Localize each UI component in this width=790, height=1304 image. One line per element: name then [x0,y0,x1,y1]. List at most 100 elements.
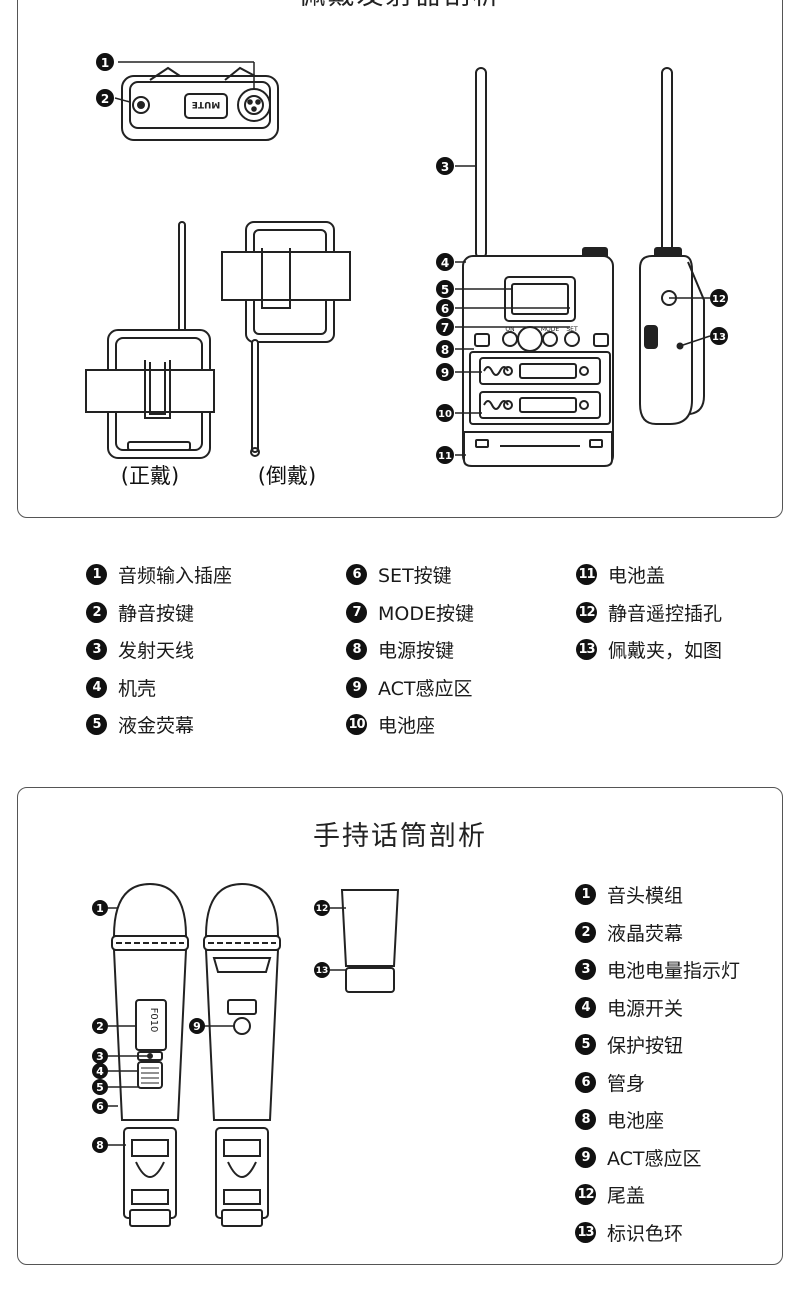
legend-item: 2 静音按键 [86,594,232,632]
mute-text: MUTE [192,99,221,109]
legend-item: 13 标识色环 [575,1214,740,1252]
svg-text:4: 4 [441,256,449,270]
svg-text:3: 3 [441,160,449,174]
svg-text:12: 12 [712,294,726,305]
legend-label: 电池座 [607,1110,665,1133]
legend-label: 电池座 [378,715,436,738]
legend-number-badge: 6 [575,1071,596,1093]
legend-label: 静音按键 [118,602,195,625]
legend-item: 2 液晶荧幕 [575,914,740,952]
legend-label: 电池电量指示灯 [607,960,741,983]
legend-number-badge: 6 [346,564,367,586]
svg-text:9: 9 [441,366,449,380]
caption-front-worn: (正戴) [121,464,179,488]
legend-label: 管身 [607,1072,646,1095]
legend-label: 音频输入插座 [118,565,233,588]
svg-text:5: 5 [441,283,449,297]
callouts-right: 3 4 5 6 7 8 9 10 11 12 13 [436,157,728,464]
leader-lines [455,165,711,456]
legend-label: MODE按键 [378,602,474,625]
legend-number-badge: 1 [86,564,107,586]
legend-number-badge: 10 [346,714,367,736]
svg-text:10: 10 [438,409,452,420]
legend-label: 发射天线 [118,640,195,663]
legend-item: 1 音头模组 [575,876,740,914]
caption-back-worn: (倒戴) [258,464,316,488]
legend-number-badge: 9 [346,676,367,698]
legend-label: 电源开关 [607,997,684,1020]
legend-number-badge: 12 [575,1184,596,1206]
legend-item: 12 静音遥控插孔 [576,594,722,632]
legend-item: 10 电池座 [346,706,474,744]
legend-item: 13 佩戴夹，如图 [576,631,722,669]
svg-text:8: 8 [441,343,449,357]
legend-label: 机壳 [118,677,157,700]
legend-number-badge: 7 [346,601,367,623]
transmitter-top-view: MUTE [114,61,279,141]
legend-label: 尾盖 [607,1185,646,1208]
legend-number-badge: 13 [575,1221,596,1243]
legend-number-badge: 5 [86,714,107,736]
legend-number-badge: 4 [86,676,107,698]
legend-label: SET按键 [378,565,452,588]
legend-number-badge: 9 [575,1146,596,1168]
legend-item: 9 ACT感应区 [346,669,474,707]
transmitter-diagram: MUTE 1 2 (正戴) (倒戴) [85,53,728,488]
transmitter-side-view [639,67,705,425]
svg-text:6: 6 [441,302,449,316]
legend-item: 5 保护按钮 [575,1026,740,1064]
callouts-top-view: 1 2 [96,53,114,107]
legend-label: 佩戴夹，如图 [608,640,723,663]
legend-number-badge: 3 [86,639,107,661]
legend-label: 电池盖 [608,565,666,588]
legend-number-badge: 13 [576,639,597,661]
legend-item: 3 电池电量指示灯 [575,951,740,989]
legend-number-badge: 2 [575,921,596,943]
microphone-title: 手持话筒剖析 [313,821,487,852]
legend-item: 7 MODE按键 [346,594,474,632]
legend-item: 12 尾盖 [575,1176,740,1214]
set-label: SET [566,326,578,333]
svg-text:2: 2 [101,92,109,106]
legend-label: 保护按钮 [607,1035,684,1058]
mode-label: MODE [541,326,560,333]
svg-text:1: 1 [101,56,109,70]
legend-item: 6 管身 [575,1064,740,1102]
legend-number-badge: 5 [575,1034,596,1056]
legend-label: 音头模组 [607,885,684,908]
legend-number-badge: 1 [575,884,596,906]
transmitter-back-worn [221,221,351,457]
legend-number-badge: 8 [346,639,367,661]
legend-item: 8 电源按键 [346,631,474,669]
svg-text:7: 7 [441,321,449,335]
legend-item: 3 发射天线 [86,631,232,669]
legend-label: 静音遥控插孔 [608,602,723,625]
transmitter-legend-col3: 11 电池盖 12 静音遥控插孔 13 佩戴夹，如图 [576,556,722,669]
legend-item: 8 电池座 [575,1101,740,1139]
legend-label: 液晶荧幕 [607,922,684,945]
legend-number-badge: 12 [576,601,597,623]
legend-label: ACT感应区 [378,677,473,700]
transmitter-front-worn [85,221,215,459]
legend-item: 11 电池盖 [576,556,722,594]
transmitter-title: 佩戴发射器剖析 [18,0,782,12]
legend-label: ACT感应区 [607,1147,702,1170]
legend-number-badge: 3 [575,959,596,981]
svg-text:11: 11 [438,451,452,462]
legend-number-badge: 2 [86,601,107,623]
legend-label: 液金荧幕 [118,715,195,738]
legend-number-badge: 8 [575,1109,596,1131]
legend-item: 9 ACT感应区 [575,1139,740,1177]
legend-label: 电源按键 [378,640,455,663]
legend-item: 5 液金荧幕 [86,706,232,744]
legend-item: 1 音频输入插座 [86,556,232,594]
legend-item: 4 机壳 [86,669,232,707]
transmitter-legend-col2: 6 SET按键 7 MODE按键 8 电源按键 9 ACT感应区 10 电池座 [346,556,474,744]
svg-text:13: 13 [712,332,726,343]
transmitter-legend-col1: 1 音频输入插座 2 静音按键 3 发射天线 4 机壳 5 液金荧幕 [86,556,232,744]
legend-label: 标识色环 [607,1222,684,1245]
legend-number-badge: 11 [576,564,597,586]
transmitter-front-view: ON MODE SET [462,67,614,467]
legend-item: 6 SET按键 [346,556,474,594]
